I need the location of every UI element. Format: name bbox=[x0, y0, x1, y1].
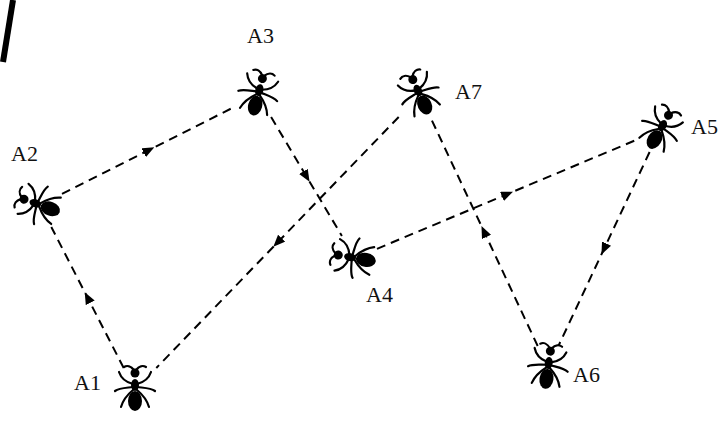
ant-figure bbox=[392, 67, 448, 123]
ant-node: A7 bbox=[392, 67, 448, 123]
ant-node: A3 bbox=[230, 67, 286, 123]
dashed-arrow bbox=[51, 227, 123, 368]
dashed-arrow bbox=[271, 117, 342, 236]
dashed-arrow bbox=[558, 152, 649, 346]
ant-label: A3 bbox=[246, 25, 275, 47]
ant-figure bbox=[632, 102, 688, 158]
ant-figure bbox=[107, 362, 163, 418]
ant-label: A1 bbox=[73, 372, 102, 394]
ant-label: A5 bbox=[690, 116, 719, 138]
ant-label: A6 bbox=[572, 364, 601, 386]
ant-node: A6 bbox=[520, 340, 576, 396]
ant-figure bbox=[327, 230, 383, 286]
ant-figure bbox=[12, 177, 68, 233]
ant-figure bbox=[230, 67, 286, 123]
ant-label: A2 bbox=[10, 143, 39, 165]
dashed-arrow bbox=[430, 117, 537, 346]
ant-label: A7 bbox=[454, 81, 483, 103]
ant-node: A5 bbox=[632, 102, 688, 158]
edge-stroke bbox=[3, 0, 13, 62]
ant-node: A1 bbox=[107, 362, 163, 418]
ant-label: A4 bbox=[365, 284, 394, 306]
ant-node: A2 bbox=[12, 177, 68, 233]
dashed-arrow bbox=[156, 117, 398, 368]
dashed-arrow bbox=[377, 139, 638, 249]
ant-node: A4 bbox=[327, 230, 383, 286]
dashed-arrow bbox=[62, 106, 236, 194]
ant-figure bbox=[520, 340, 576, 396]
